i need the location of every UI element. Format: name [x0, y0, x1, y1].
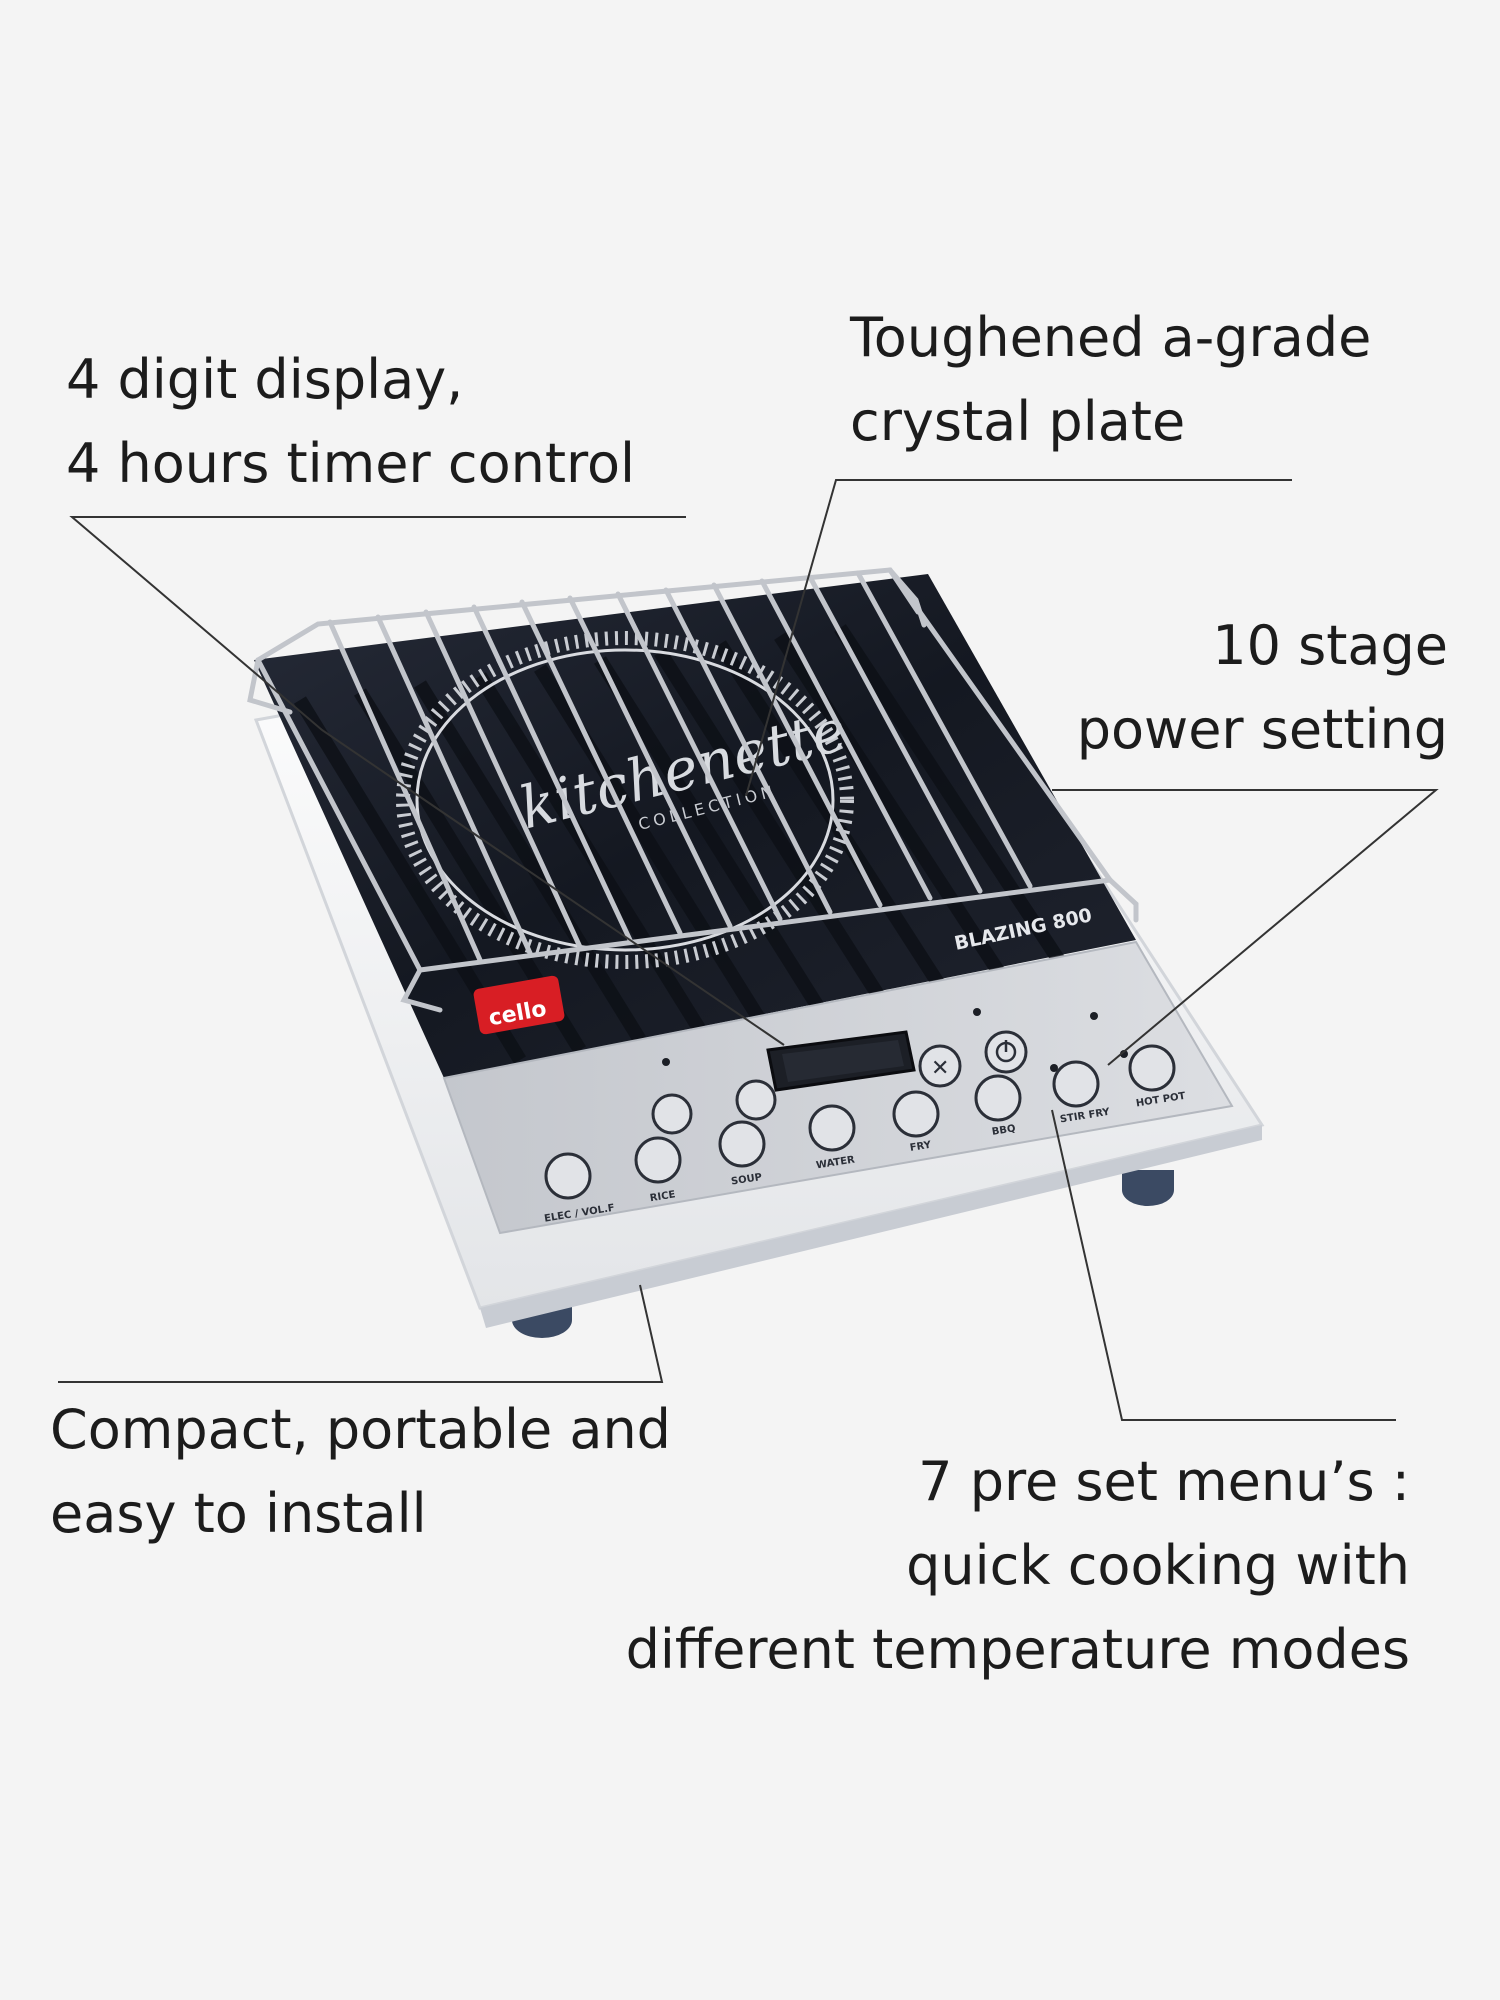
menu-label: FRY [909, 1140, 932, 1154]
leader-display [69, 516, 785, 1046]
leader-plate [745, 479, 1292, 797]
menu-button-rice[interactable]: RICE [634, 1136, 682, 1204]
brand-badge: cello [473, 975, 565, 1035]
callout-power: 10 stage power setting [1077, 604, 1448, 772]
menu-label: SOUP [730, 1172, 762, 1188]
indicator-leds [662, 1008, 1128, 1072]
callout-compact: Compact, portable and easy to install [50, 1388, 671, 1556]
leader-menus [1051, 1109, 1396, 1421]
menu-button-fry[interactable]: FRY [892, 1090, 940, 1154]
callout-menus-line3: different temperature modes [625, 1618, 1410, 1681]
power-button[interactable] [984, 1030, 1028, 1074]
callout-compact-line1: Compact, portable and [50, 1398, 671, 1461]
function-button [735, 1079, 777, 1121]
callout-power-line1: 10 stage [1212, 614, 1448, 677]
leader-lines [58, 479, 1439, 1421]
menu-label: BBQ [991, 1123, 1016, 1138]
digital-display [766, 1030, 916, 1092]
glass-stripes [294, 624, 1066, 1064]
function-button [651, 1093, 693, 1135]
callout-display-line2: 4 hours timer control [66, 432, 636, 495]
callout-menus: 7 pre set menu’s : quick cooking with di… [626, 1440, 1410, 1692]
callout-menus-line1: 7 pre set menu’s : [918, 1450, 1410, 1513]
callout-plate-line2: crystal plate [850, 390, 1186, 453]
burner-ticks [396, 631, 854, 969]
timer-icon: ✕ [931, 1056, 949, 1081]
burner-ring [415, 648, 835, 952]
leader-compact [58, 1284, 664, 1383]
menu-label: RICE [649, 1189, 676, 1204]
callout-menus-line2: quick cooking with [906, 1534, 1410, 1597]
grill-rack [247, 567, 1139, 1013]
timer-button[interactable]: ✕ [918, 1044, 962, 1088]
callout-plate-line1: Toughened a-grade [850, 306, 1372, 369]
callout-compact-line2: easy to install [50, 1482, 427, 1545]
callout-plate: Toughened a-grade crystal plate [850, 296, 1371, 464]
callout-display: 4 digit display, 4 hours timer control [66, 338, 635, 506]
callout-power-line2: power setting [1076, 698, 1448, 761]
callout-display-line1: 4 digit display, [66, 348, 464, 411]
menu-button-water[interactable]: WATER [808, 1104, 856, 1171]
menu-button-bbq[interactable]: BBQ [974, 1074, 1022, 1138]
leader-power [1052, 789, 1439, 1066]
menu-button-soup[interactable]: SOUP [718, 1120, 766, 1188]
